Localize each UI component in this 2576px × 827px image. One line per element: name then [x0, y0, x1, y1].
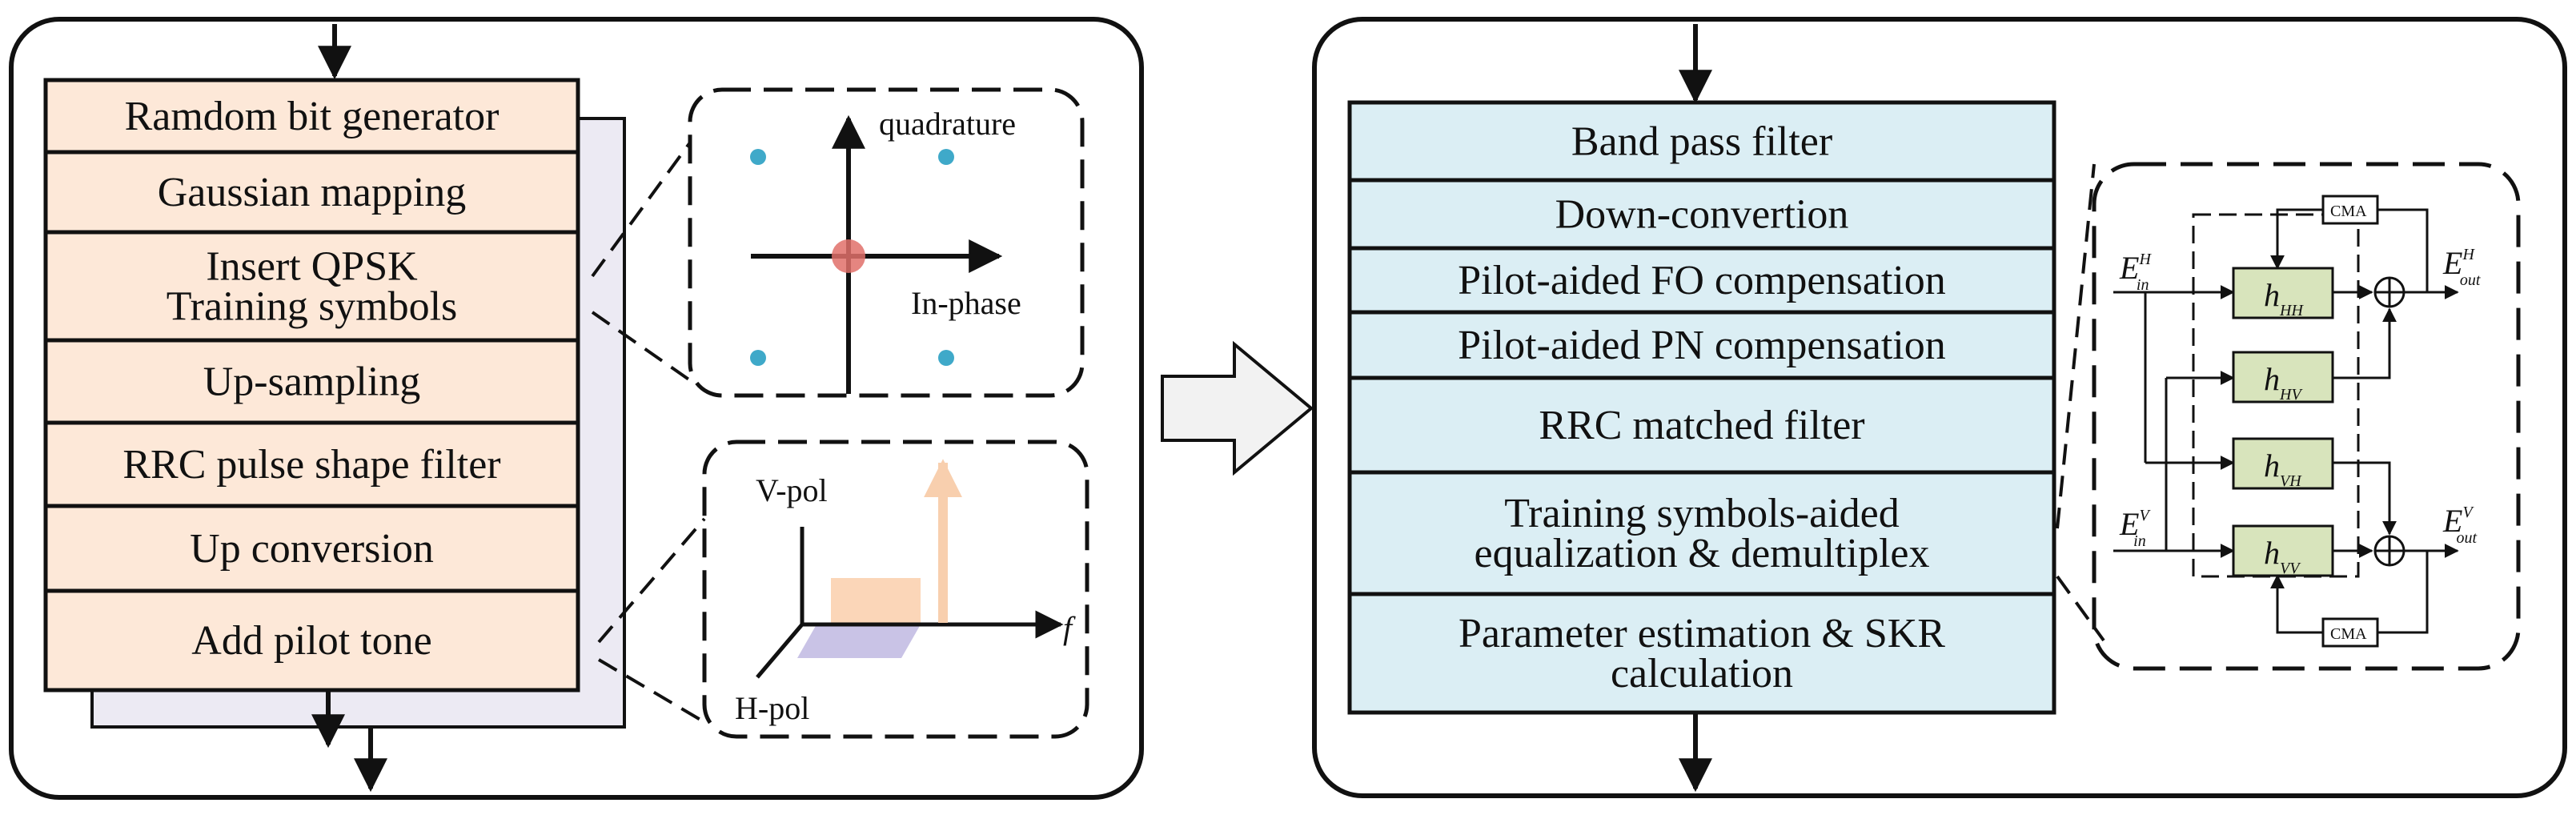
rx-block-6-label: Training symbols-aided — [1504, 491, 1900, 536]
callout-line-bottom-2 — [597, 658, 706, 724]
tap-hv-label: hHV — [2264, 361, 2303, 403]
hpol-spectrum-block — [797, 624, 921, 658]
cma-label-top: CMA — [2330, 203, 2367, 220]
tx-block-5-label: RRC pulse shape filter — [122, 442, 500, 488]
spectrum-inset: V-pol H-pol f — [702, 440, 1089, 739]
equalizer-inset: hHH hHV hVH hVV — [2092, 162, 2521, 671]
rx-block-2-label: Down-convertion — [1555, 192, 1849, 238]
equalizer-tap-bank — [2192, 213, 2360, 578]
rx-block-1 — [1347, 100, 2056, 183]
vpol-spectrum-block — [831, 578, 921, 624]
rx-block-7-label: Parameter estimation & SKR — [1459, 611, 1945, 656]
tx-block-3-label: Training symbols — [167, 284, 458, 330]
tx-block-2-label: Gaussian mapping — [158, 170, 467, 215]
tx-block-4-label: Up-sampling — [203, 359, 421, 405]
tx-block-3-label: Insert QPSK — [206, 244, 418, 290]
constellation-center-point — [832, 239, 865, 273]
vpol-label: V-pol — [756, 472, 828, 508]
tx-block-7 — [43, 588, 580, 693]
transmitter-outer-frame — [9, 17, 1144, 800]
cma-feedback-v-out — [2270, 574, 2323, 634]
inphase-label: In-phase — [911, 285, 1021, 321]
hpol-label: H-pol — [735, 690, 809, 726]
cma-feedback-v-in — [2377, 551, 2429, 634]
tap-vh-label: hVH — [2264, 448, 2302, 490]
spectrum-frame — [702, 440, 1089, 739]
callout-line-bottom-1 — [597, 517, 706, 644]
rx-block-4-label: Pilot-aided PN compensation — [1458, 323, 1945, 368]
constellation-frame — [688, 87, 1085, 398]
rx-block-6 — [1347, 470, 2056, 596]
rx-block-2 — [1347, 178, 2056, 251]
rx-block-4 — [1347, 310, 2056, 380]
sum-junction-h — [2373, 276, 2405, 308]
rx-block-3 — [1347, 246, 2056, 315]
tx-block-6-label: Up conversion — [190, 526, 434, 572]
tx-block-7-label: Add pilot tone — [191, 618, 431, 664]
tx-block-6 — [43, 504, 580, 593]
tap-vv-label: hVV — [2264, 535, 2301, 577]
frequency-label: f — [1063, 610, 1076, 646]
rx-block-3-label: Pilot-aided FO compensation — [1458, 258, 1945, 303]
constellation-point — [938, 350, 954, 366]
cma-feedback-h-in — [2377, 208, 2429, 292]
callout-line-top-2 — [591, 311, 692, 382]
sum-junction-v — [2373, 535, 2405, 567]
rx-block-5 — [1347, 375, 2056, 475]
rx-callout-line-2 — [2056, 575, 2105, 642]
cma-label-bottom: CMA — [2330, 625, 2367, 643]
constellation-point — [750, 350, 766, 366]
callout-line-top-1 — [591, 141, 692, 278]
hpol-axis — [756, 623, 804, 679]
rx-block-stack: Band pass filterDown-convertionPilot-aid… — [1347, 100, 2056, 715]
flow-hollow-arrow — [1161, 340, 1314, 476]
constellation-point — [750, 149, 766, 165]
rx-block-7-label: calculation — [1611, 651, 1793, 697]
rx-block-1-label: Band pass filter — [1571, 119, 1832, 165]
constellation-point — [938, 149, 954, 165]
tx-block-2 — [43, 150, 580, 235]
receiver-outer-frame — [1312, 17, 2567, 798]
tx-block-5 — [43, 420, 580, 508]
tap-hh — [2232, 267, 2334, 319]
hv-to-sum — [2333, 307, 2397, 379]
rx-block-7 — [1347, 592, 2056, 715]
tx-block-3 — [43, 230, 580, 343]
constellation-inset: quadrature In-phase — [688, 87, 1085, 398]
cma-feedback-h-out — [2270, 208, 2323, 270]
quadrature-label: quadrature — [879, 106, 1016, 142]
equalizer-frame — [2092, 162, 2521, 671]
rx-block-5-label: RRC matched filter — [1539, 403, 1864, 448]
tx-block-1 — [43, 78, 580, 155]
tap-hv — [2232, 351, 2334, 403]
receiver-panel: Band pass filterDown-convertionPilot-aid… — [1312, 17, 2567, 798]
tx-block-1-label: Ramdom bit generator — [125, 94, 500, 139]
rx-callout-line-1 — [2056, 163, 2096, 529]
tap-vh — [2232, 437, 2334, 490]
tap-vv — [2232, 524, 2334, 577]
vh-to-sum — [2333, 461, 2397, 536]
rx-block-6-label: equalization & demultiplex — [1475, 531, 1930, 576]
tx-block-4 — [43, 338, 580, 425]
tap-hh-label: hHH — [2264, 277, 2304, 319]
